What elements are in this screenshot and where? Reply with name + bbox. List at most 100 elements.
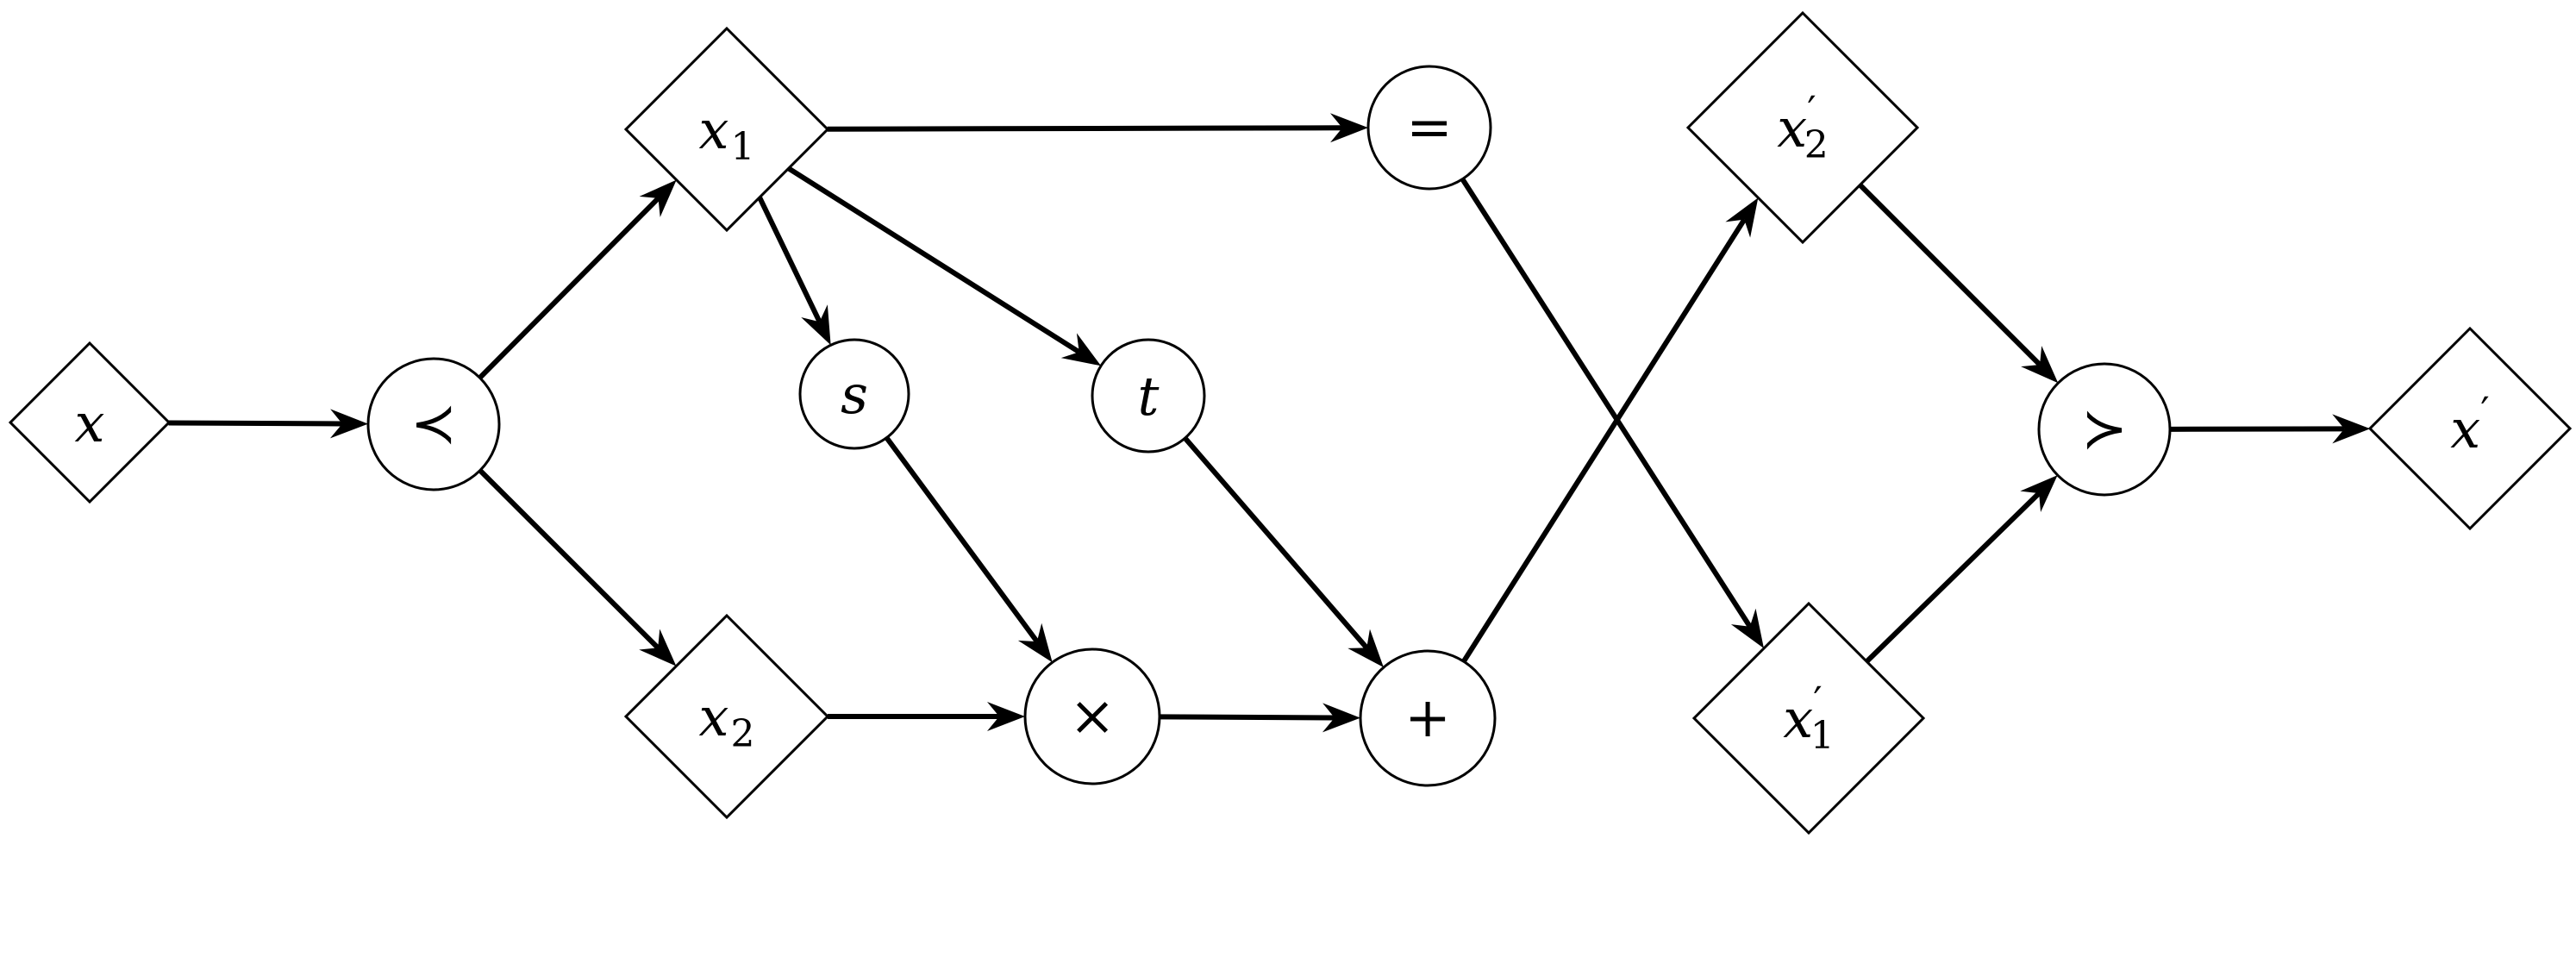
arrowhead [1060,333,1102,366]
arrowhead [1329,113,1369,143]
node-label-main: x [2450,397,2480,460]
node-x1: x1 [623,26,830,233]
edge-line [1461,218,1747,663]
edge-line [478,468,660,650]
arrowhead [987,702,1025,731]
circle-node-shape [366,357,501,491]
node-add: + [1359,649,1497,787]
node-x2: x2 [623,613,830,820]
circle-node-shape [1366,65,1492,191]
node-label: ≻ [2081,397,2128,461]
edge-s-to-mul [884,435,1053,663]
edge-line [1460,178,1753,629]
edge-add-to-x2p [1461,197,1759,663]
node-label-subscript: 1 [730,125,754,169]
node-eq: = [1366,65,1492,191]
edge-x2p-to-merge [1858,183,2059,384]
circle-node-shape [2037,362,2172,497]
edge-line [787,166,1081,354]
node-label-subscript: 2 [730,712,754,756]
circle-node-shape [1023,648,1161,785]
edge-line [1183,436,1369,650]
node-xp: x′ [2367,326,2573,531]
node-label: x′2 [1777,87,1828,167]
node-label: s [841,363,868,426]
node-label: x′ [2450,388,2489,460]
node-x1p: x′1 [1691,601,1926,835]
node-label-main: ≻ [2081,397,2128,461]
diamond-node-shape [623,613,830,820]
node-merge: ≻ [2037,362,2172,497]
node-label-main: + [1404,686,1451,750]
node-label-main: ≺ [410,392,457,456]
node-x: x [8,341,172,504]
edge-x1-to-eq [827,113,1369,143]
node-label: × [1069,685,1116,748]
edge-line [1858,183,2042,367]
node-t: t [1091,338,1206,454]
diamond-node-shape [1685,10,1920,245]
arrowhead [639,179,677,217]
diamond-node-shape [2367,326,2573,531]
node-label-main: x [699,98,729,161]
arrowhead [1730,608,1764,649]
node-label-subscript: 2 [1804,123,1829,167]
diamond-node-shape [623,26,830,233]
edges-layer [168,113,2371,733]
circle-node-shape [798,338,910,450]
node-label-main: × [1069,685,1116,748]
edge-line [478,196,660,380]
node-label-prime: ′ [1807,87,1816,134]
node-label-prime: ′ [1813,678,1822,724]
node-label-subscript: 1 [1810,714,1835,758]
arrowhead [1017,623,1053,663]
circle-node-shape [1091,338,1206,454]
arrowhead [639,629,677,666]
edge-x1-to-s [757,196,831,346]
node-s: s [798,338,910,450]
edge-line [884,435,1040,643]
diamond-node-shape [8,341,172,504]
diamond-node-shape [1691,601,1926,835]
arrowhead [329,409,369,439]
arrowhead [2021,346,2059,384]
arrowhead [2332,414,2371,444]
node-label: x1 [699,98,755,169]
edge-line [168,420,343,427]
edge-line [757,196,822,323]
node-label-main: x [75,391,105,454]
node-split: ≺ [366,357,501,491]
edge-t-to-add [1183,436,1384,668]
edge-merge-to-xp [2169,414,2371,444]
node-label-main: s [841,363,868,426]
edge-eq-to-x1p [1460,178,1764,649]
node-label-main: x [1777,97,1807,160]
node-label: ≺ [410,392,457,456]
circle-node-shape [1359,649,1497,787]
node-label-main: x [699,685,729,748]
arrowhead [1347,629,1384,668]
node-label: x [75,391,105,454]
node-label-prime: ′ [2480,388,2489,435]
edge-split-to-x1 [478,179,677,380]
edge-x2-to-mul [828,702,1025,731]
edge-line [1865,491,2041,664]
arrowhead [2020,475,2058,513]
node-label-main: x [1783,687,1813,750]
edge-x-to-split [168,409,369,439]
node-mul: × [1023,648,1161,785]
node-label: + [1404,686,1451,750]
node-label-main: t [1138,365,1160,428]
node-label: x′1 [1783,678,1834,758]
node-label-main: = [1406,96,1453,160]
edge-split-to-x2 [478,468,677,666]
arrowhead [801,304,831,346]
edge-x1-to-t [787,166,1102,366]
edge-x1p-to-merge [1865,475,2058,664]
node-label: t [1138,365,1160,428]
node-label: = [1406,96,1453,160]
arrowhead [1322,703,1361,733]
node-x2p: x′2 [1685,10,1920,245]
